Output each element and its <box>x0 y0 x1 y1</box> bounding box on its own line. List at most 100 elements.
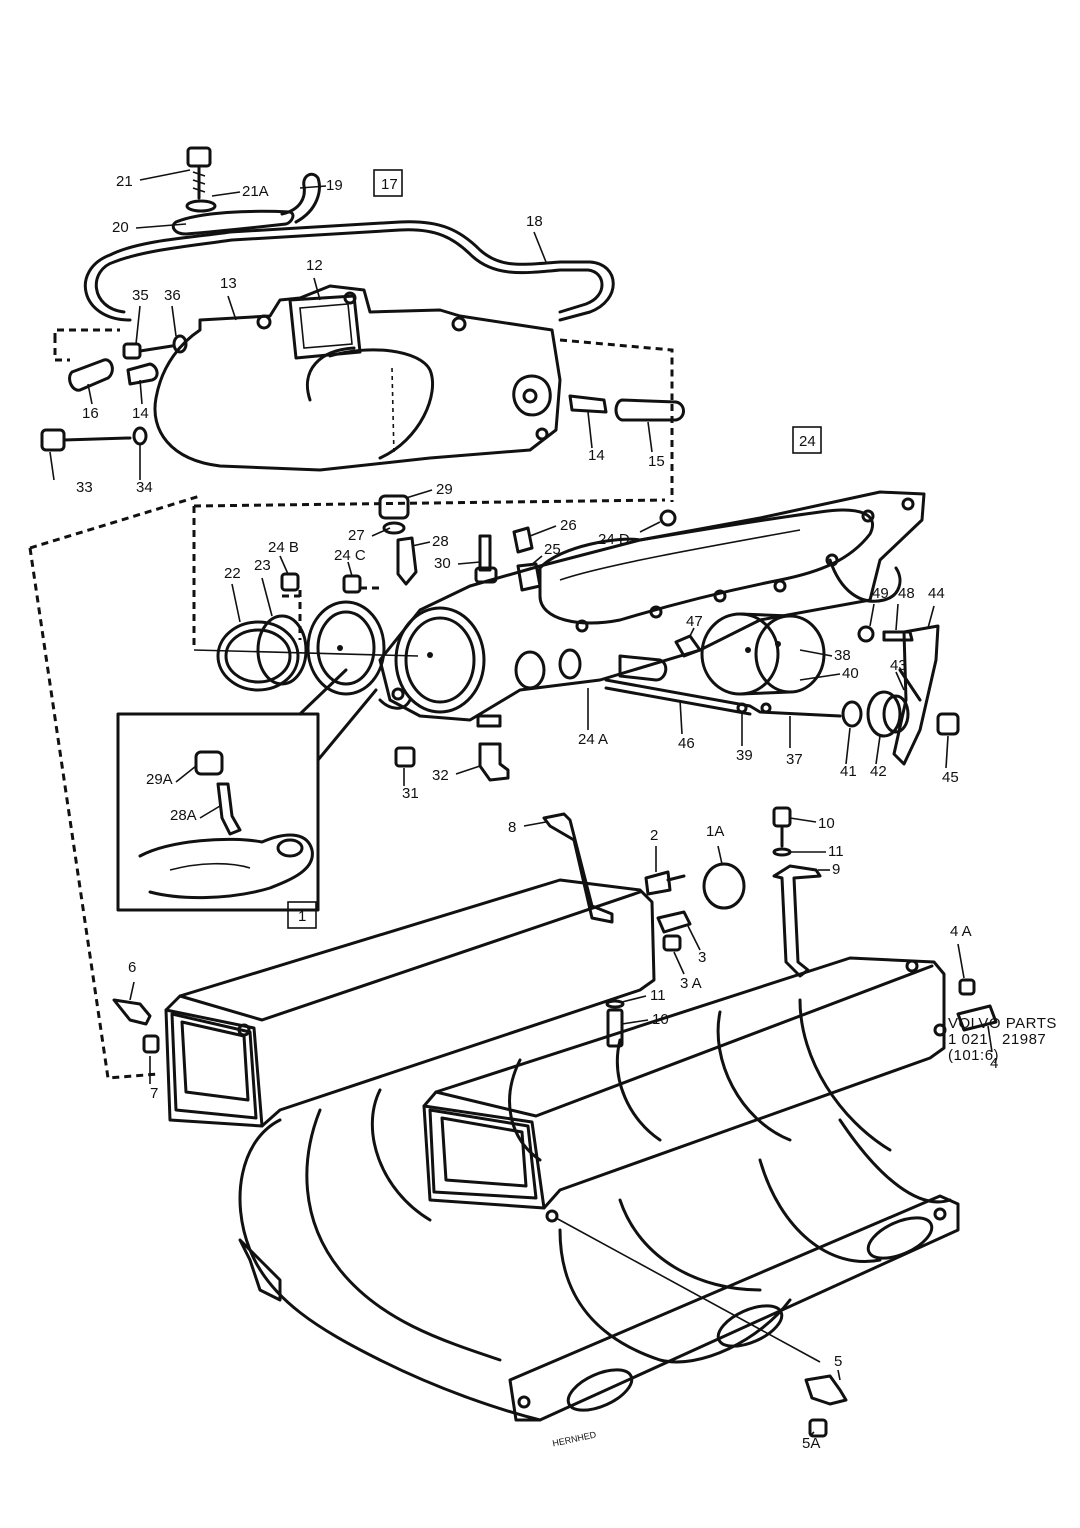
gaskets-22-23 <box>193 614 419 692</box>
boxed-label-1: 1 <box>287 901 317 929</box>
callout-label: 2 <box>650 827 658 844</box>
callout-leader-line <box>689 627 695 637</box>
callout-leader-line <box>175 765 197 783</box>
callout-leader-line <box>533 231 547 263</box>
bracket-9 <box>772 806 822 978</box>
callout-label: 19 <box>326 177 343 194</box>
callout-leader-line <box>895 671 905 691</box>
callout-leader-line <box>299 185 327 189</box>
callout-label: 13 <box>220 275 237 292</box>
callout-label: 47 <box>686 613 703 630</box>
callout-leader-line <box>809 1431 815 1437</box>
callout-leader-line <box>135 305 141 345</box>
callout-label: 20 <box>112 219 129 236</box>
callout-leader-line <box>639 521 661 533</box>
callout-label: 27 <box>348 527 365 544</box>
callout-leader-line <box>679 699 683 735</box>
callout-label: 4 A <box>950 923 972 940</box>
right-fittings <box>568 394 685 422</box>
callout-label: 31 <box>402 785 419 802</box>
callout-label: 14 <box>588 447 605 464</box>
callout-leader-line <box>199 805 221 819</box>
callout-label: 44 <box>928 585 945 602</box>
callout-label: 24 D <box>598 531 630 548</box>
callout-leader-line <box>227 295 237 321</box>
callout-label: 1A <box>706 823 724 840</box>
callout-label: 7 <box>150 1085 158 1102</box>
callout-label: 21 <box>116 173 133 190</box>
callout-label: 33 <box>76 479 93 496</box>
callout-leader-line <box>673 951 685 975</box>
callout-leader-line <box>587 411 593 449</box>
callout-leader-line <box>945 735 949 769</box>
callout-leader-line <box>957 943 965 979</box>
callout-label: 24 C <box>334 547 366 564</box>
callout-leader-line <box>987 1025 993 1053</box>
callout-leader-line <box>875 735 881 765</box>
callout-leader-line <box>411 541 431 547</box>
callout-label: 12 <box>306 257 323 274</box>
callout-label: 5A <box>802 1435 820 1452</box>
callout-label: 14 <box>132 405 149 422</box>
intake-housing-13 <box>153 284 562 472</box>
callout-label: 29A <box>146 771 173 788</box>
callout-label: 38 <box>834 647 851 664</box>
callout-leader-line <box>927 605 935 629</box>
callout-leader-line <box>455 765 481 775</box>
callout-label: 39 <box>736 747 753 764</box>
callout-label: 22 <box>224 565 241 582</box>
callout-label: 15 <box>648 453 665 470</box>
carburettor-body-24 <box>306 490 926 728</box>
footer-brand: VOLVO PARTS <box>948 1015 1057 1032</box>
carburettor-small-parts <box>280 494 677 594</box>
callout-label: 32 <box>432 767 449 784</box>
callout-label: 18 <box>526 213 543 230</box>
callout-leader-line <box>49 451 55 481</box>
intake-manifold-1 <box>164 878 960 1422</box>
callout-leader-line <box>869 603 875 627</box>
callout-label: 48 <box>898 585 915 602</box>
callout-leader-line <box>895 603 899 631</box>
callout-label: 42 <box>870 763 887 780</box>
callout-leader-line <box>789 817 817 823</box>
callout-leader-line <box>523 821 547 827</box>
callout-label: 3 A <box>680 975 702 992</box>
callout-label: 8 <box>508 819 516 836</box>
callout-label: 36 <box>164 287 181 304</box>
callout-leader-line <box>529 525 557 537</box>
connecting-pipe-18 <box>83 220 615 322</box>
carburettor-screws <box>394 742 510 782</box>
callout-label: 30 <box>434 555 451 572</box>
inset-detail <box>116 668 378 912</box>
callout-leader-line <box>171 305 177 337</box>
callout-leader-line <box>529 555 543 567</box>
left-fittings <box>40 334 188 452</box>
callout-leader-line <box>313 277 321 301</box>
boxed-label-17: 17 <box>373 169 403 197</box>
callout-label: 34 <box>136 479 153 496</box>
callout-label: 5 <box>834 1353 842 1370</box>
bracket-8 <box>542 812 614 924</box>
callout-label: 10 <box>652 1011 669 1028</box>
callout-leader-line <box>837 1369 841 1381</box>
callout-label: 28A <box>170 807 197 824</box>
boxed-label-17-text: 17 <box>381 176 398 193</box>
callout-label: 26 <box>560 517 577 534</box>
callout-label: 9 <box>832 861 840 878</box>
callout-leader-line <box>135 223 187 229</box>
callout-leader-line <box>261 577 273 617</box>
callout-label: 11 <box>650 987 666 1004</box>
volvo-parts-footer: VOLVO PARTS 1 021 21987 (101:6) <box>948 1016 1057 1064</box>
callout-label: 3 <box>698 949 706 966</box>
callout-label: 24 A <box>578 731 608 748</box>
callout-label: 41 <box>840 763 857 780</box>
callout-label: 6 <box>128 959 136 976</box>
callout-leader-line <box>799 649 833 657</box>
footer-part-number: 1 021 21987 <box>948 1031 1047 1048</box>
callout-label: 35 <box>132 287 149 304</box>
callout-leader-line <box>621 995 647 1003</box>
callout-leader-line <box>687 925 701 951</box>
callout-label: 11 <box>828 843 844 860</box>
callout-leader-line <box>279 555 289 575</box>
